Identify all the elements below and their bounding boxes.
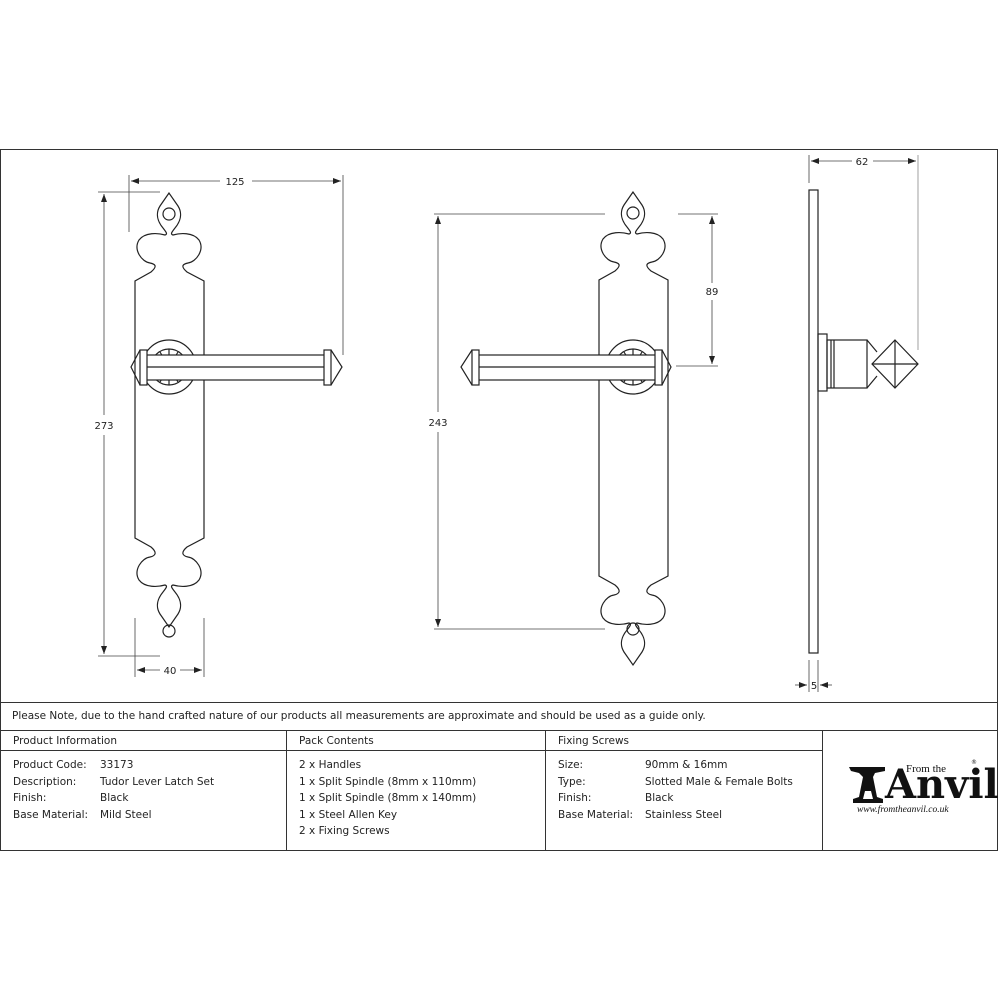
pack-item: 2 x Fixing Screws [299,825,390,837]
registered-mark: ® [971,759,977,766]
product-information-table: Product Information Product Code: 33173 D… [0,731,287,851]
pack-item: 2 x Handles [299,759,362,771]
type-row: Type: Slotted Male & Female Bolts [558,774,822,791]
dim-projection: 62 [856,157,869,168]
value: 33173 [100,759,134,771]
label: Finish: [558,792,592,804]
dim-plate-width: 40 [164,666,177,677]
fixing-screws-title: Fixing Screws [546,731,822,751]
back-dimensions [434,213,718,630]
anvil-icon [849,767,885,803]
dim-overall-width: 125 [225,177,244,188]
product-information-title: Product Information [1,731,286,751]
description-row: Description: Tudor Lever Latch Set [13,774,286,791]
label: Base Material: [558,808,634,821]
value: Black [100,792,129,804]
product-code-row: Product Code: 33173 [13,757,286,774]
measurement-note: Please Note, due to the hand crafted nat… [0,702,998,731]
label: Finish: [13,792,47,804]
label: Size: [558,759,584,771]
pack-item: 1 x Split Spindle (8mm x 110mm) [299,775,477,788]
base-material-row: Base Material: Mild Steel [13,807,286,824]
label: Base Material: [13,808,89,821]
from-the-anvil-logo: Anvil From the ® www.fromtheanvil.co.uk [849,759,999,821]
label: Description: [13,775,77,788]
back-backplate [598,190,669,667]
base-material-row: Base Material: Stainless Steel [558,807,822,824]
value: Tudor Lever Latch Set [100,775,215,788]
dim-overall-height: 273 [94,421,113,432]
fixing-screws-table: Fixing Screws Size: 90mm & 16mm Type: Slot… [546,731,823,851]
value: Slotted Male & Female Bolts [645,775,793,788]
dim-fixing-centres: 243 [428,418,447,429]
pack-item: 1 x Split Spindle (8mm x 140mm) [299,792,477,804]
value: Black [645,792,674,804]
drawing-sheet-border [0,149,998,851]
pack-contents-title: Pack Contents [287,731,545,751]
value: 90mm & 16mm [645,759,728,771]
logo-url: www.fromtheanvil.co.uk [857,805,949,815]
logo-brand-text: Anvil [885,761,999,808]
value: Stainless Steel [645,808,723,821]
back-view [460,190,672,667]
finish-row: Finish: Black [13,790,286,807]
logo-from-the: From the [906,763,947,775]
side-view [808,189,919,654]
pack-contents-table: Pack Contents 2 x Handles 1 x Split Spin… [287,731,546,851]
value: Mild Steel [100,808,152,821]
dim-plate-thickness: 5 [811,681,817,692]
side-dimensions [795,155,919,692]
finish-row: Finish: Black [558,790,822,807]
front-view [130,191,343,638]
front-dimensions [98,175,344,677]
dim-handle-to-top: 89 [706,287,719,298]
size-row: Size: 90mm & 16mm [558,757,822,774]
pack-item: 1 x Steel Allen Key [299,808,398,821]
label: Type: [558,775,586,788]
front-backplate [134,191,205,629]
brand-logo-cell: Anvil From the ® www.fromtheanvil.co.uk [823,731,999,851]
label: Product Code: [13,759,87,771]
